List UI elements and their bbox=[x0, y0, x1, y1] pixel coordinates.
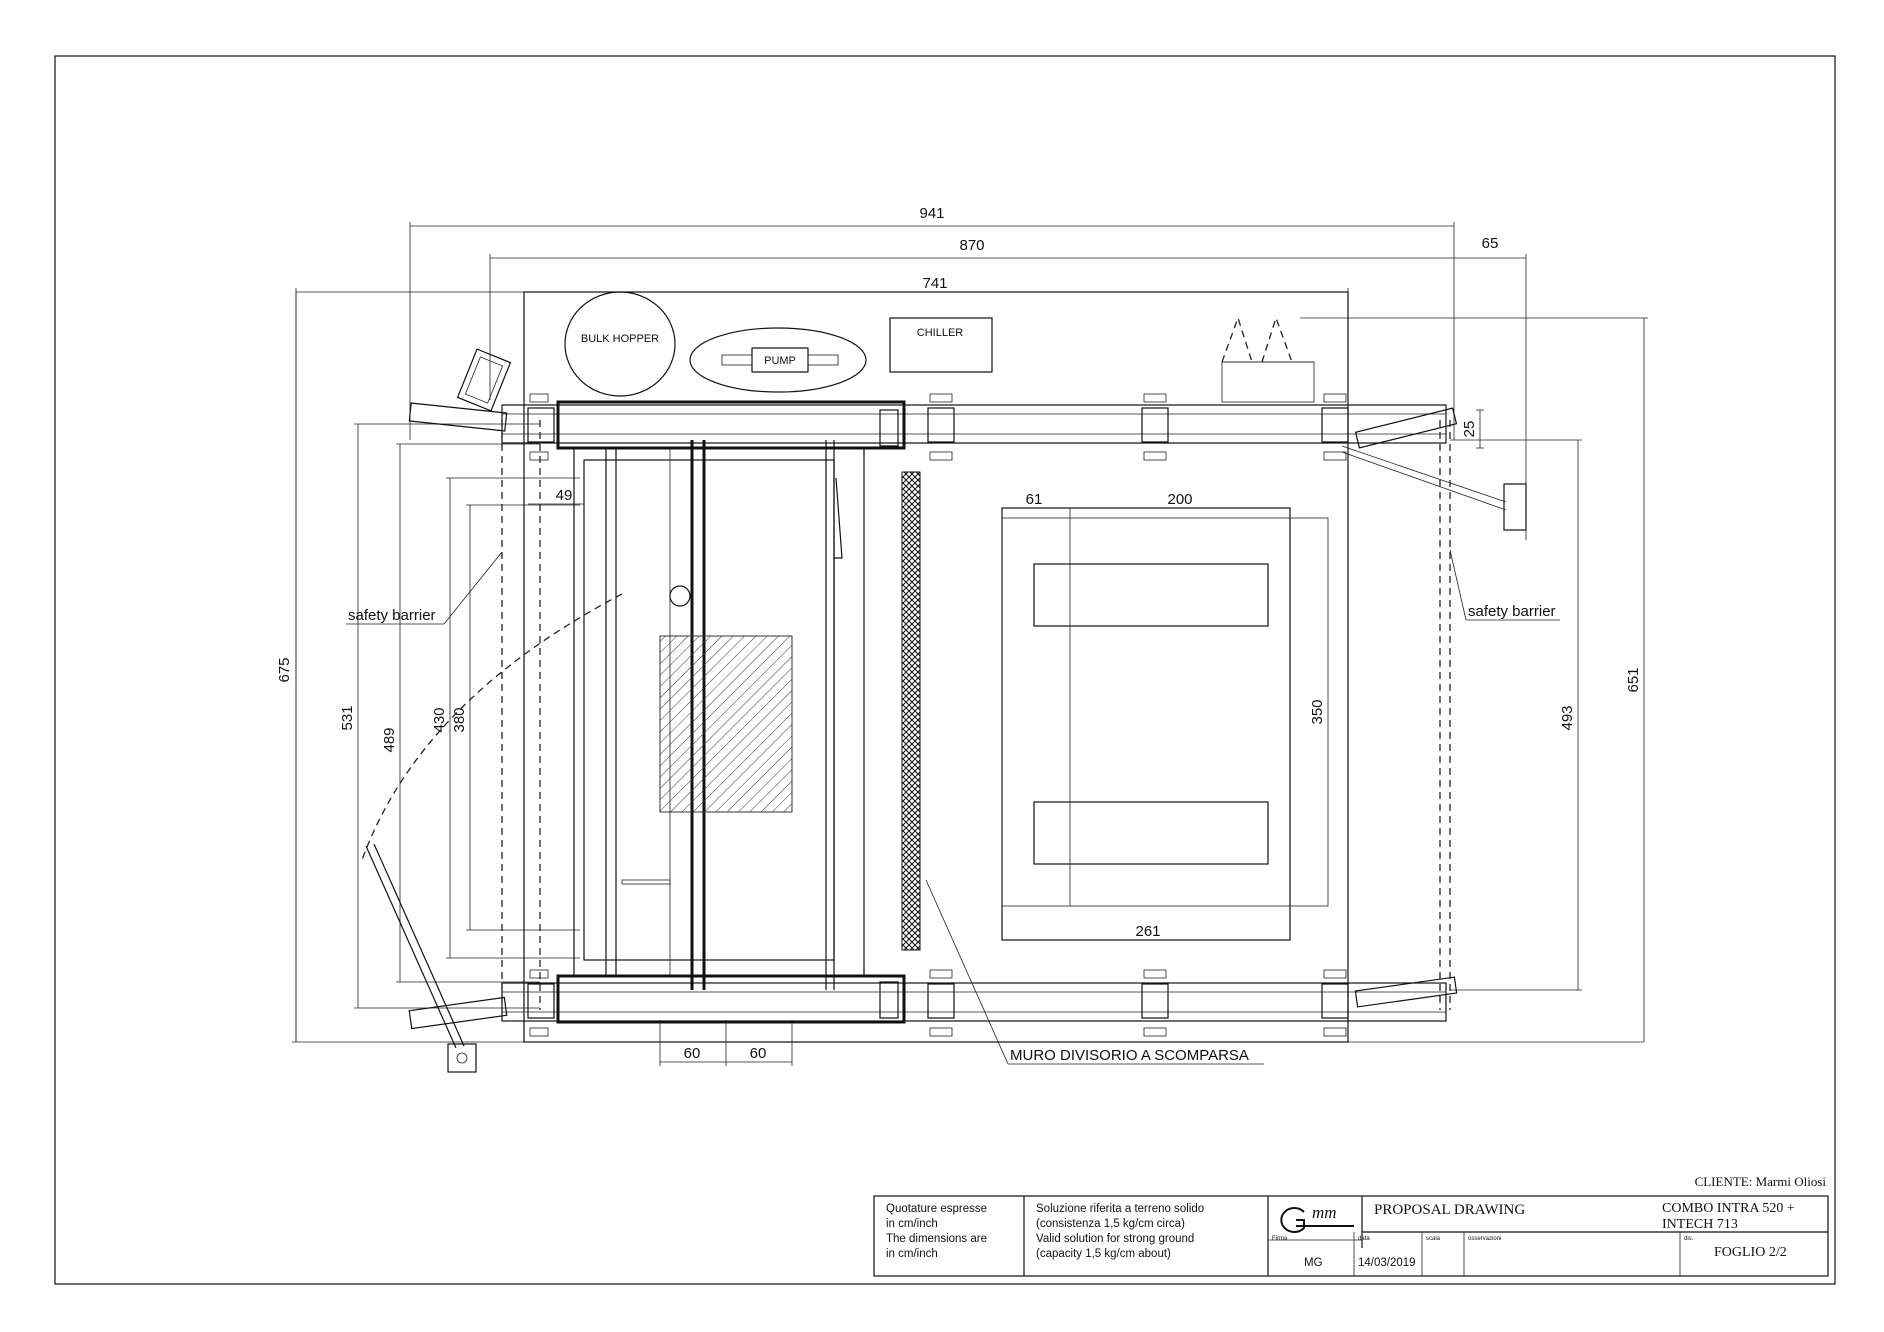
dimension-489: 489 bbox=[381, 443, 540, 983]
product-line-1: COMBO INTRA 520 + bbox=[1662, 1201, 1795, 1216]
dim-25-label: 25 bbox=[1461, 421, 1478, 438]
partition-wall-callout: MURO DIVISORIO A SCOMPARSA bbox=[925, 879, 1264, 1065]
dim-350-label: 350 bbox=[1309, 699, 1326, 724]
support-center-left-top bbox=[927, 393, 955, 461]
firma-header: Firma bbox=[1272, 1236, 1288, 1242]
partition-wall-label: MURO DIVISORIO A SCOMPARSA bbox=[1010, 1047, 1249, 1064]
ground-en-2: (capacity 1,5 kg/cm about) bbox=[1036, 1248, 1171, 1260]
dimension-380: 380 bbox=[451, 504, 580, 931]
dim-65-label: 65 bbox=[1482, 235, 1499, 252]
foglio-value: FOGLIO 2/2 bbox=[1714, 1245, 1787, 1260]
firma-value: MG bbox=[1304, 1257, 1323, 1269]
drawing-type: PROPOSAL DRAWING bbox=[1374, 1202, 1525, 1218]
bulk-hopper: BULK HOPPER bbox=[564, 291, 676, 397]
units-it-2: in cm/inch bbox=[886, 1218, 938, 1230]
support-right-bottom bbox=[1321, 969, 1349, 1037]
dimension-60-60: 60 60 bbox=[659, 1020, 793, 1066]
dimension-651: 651 bbox=[1300, 317, 1648, 1042]
right-machine-table: 61 200 350 261 bbox=[1001, 491, 1329, 941]
support-left-bottom bbox=[527, 969, 555, 1037]
scala-header: scala bbox=[1426, 1236, 1441, 1242]
data-value: 14/03/2019 bbox=[1358, 1257, 1416, 1269]
safety-barrier-right-label: safety barrier bbox=[1468, 603, 1556, 620]
dim-675-label: 675 bbox=[276, 657, 293, 682]
workpiece-hatched bbox=[659, 635, 793, 813]
dim-261-label: 261 bbox=[1135, 923, 1160, 940]
dimension-493: 493 bbox=[1450, 439, 1582, 991]
support-center-left-bottom bbox=[927, 969, 955, 1037]
cliente-label: CLIENTE: Marmi Oliosi bbox=[1695, 1174, 1827, 1189]
dim-380-label: 380 bbox=[451, 707, 468, 732]
units-it-1: Quotature espresse bbox=[886, 1203, 987, 1215]
dim-870-label: 870 bbox=[959, 237, 984, 254]
dimension-430: 430 bbox=[431, 477, 580, 959]
support-blocks bbox=[527, 393, 1349, 1037]
chiller-label: CHILLER bbox=[917, 327, 964, 339]
dimension-531: 531 bbox=[339, 423, 540, 1009]
cabinet-outline bbox=[1221, 315, 1315, 403]
chiller: CHILLER bbox=[889, 317, 993, 373]
sheet-frame bbox=[54, 55, 1836, 1285]
dim-741-label: 741 bbox=[922, 275, 947, 292]
units-en-1: The dimensions are bbox=[886, 1233, 987, 1245]
bulk-hopper-label: BULK HOPPER bbox=[581, 333, 659, 345]
dim-60a-label: 60 bbox=[684, 1045, 701, 1062]
safety-barrier-left: safety barrier bbox=[346, 551, 503, 625]
gantry-machine bbox=[556, 400, 906, 1024]
safety-barrier-lines bbox=[361, 420, 1451, 1010]
dimension-25: 25 bbox=[1461, 409, 1484, 449]
data-header: data bbox=[1358, 1236, 1370, 1242]
pump-label: PUMP bbox=[764, 355, 796, 367]
ground-en-1: Valid solution for strong ground bbox=[1036, 1233, 1194, 1245]
pump: PUMP bbox=[689, 327, 867, 393]
dim-430-label: 430 bbox=[431, 707, 448, 732]
dim-941-label: 941 bbox=[919, 205, 944, 222]
ground-it-2: (consistenza 1,5 kg/cm circa) bbox=[1036, 1218, 1185, 1230]
dimension-49: 49 bbox=[528, 487, 584, 505]
title-block: CLIENTE: Marmi Oliosi Quotature espresse… bbox=[873, 1174, 1829, 1277]
dim-531-label: 531 bbox=[339, 705, 356, 730]
dim-489-label: 489 bbox=[381, 727, 398, 752]
product-line-2: INTECH 713 bbox=[1662, 1217, 1738, 1232]
dim-61-label: 61 bbox=[1026, 491, 1043, 508]
units-en-2: in cm/inch bbox=[886, 1248, 938, 1260]
dim-60b-label: 60 bbox=[750, 1045, 767, 1062]
right-barrier-arms bbox=[1341, 407, 1527, 1008]
dimension-870: 870 65 bbox=[489, 235, 1527, 540]
gmm-logo-text: mm bbox=[1312, 1203, 1337, 1222]
gmm-logo: mm bbox=[1280, 1203, 1354, 1233]
control-console bbox=[456, 348, 512, 412]
dim-651-label: 651 bbox=[1625, 667, 1642, 692]
safety-barrier-right: safety barrier bbox=[1449, 549, 1560, 621]
dim-200-label: 200 bbox=[1167, 491, 1192, 508]
dim-493-label: 493 bbox=[1559, 705, 1576, 730]
support-center-bottom bbox=[1141, 969, 1169, 1037]
support-left-top bbox=[527, 393, 555, 461]
dim-49-label: 49 bbox=[556, 487, 573, 504]
left-barrier-arms bbox=[365, 402, 508, 1073]
safety-barrier-left-label: safety barrier bbox=[348, 607, 436, 624]
support-center-top bbox=[1141, 393, 1169, 461]
main-frame bbox=[501, 291, 1447, 1043]
partition-wall bbox=[901, 471, 921, 951]
osservazioni-header: osservazioni bbox=[1468, 1236, 1501, 1242]
dis-header: dis. bbox=[1684, 1236, 1694, 1242]
ground-it-1: Soluzione riferita a terreno solido bbox=[1036, 1203, 1204, 1215]
support-right-top bbox=[1321, 393, 1349, 461]
dimension-741: 741 bbox=[295, 275, 1349, 1042]
